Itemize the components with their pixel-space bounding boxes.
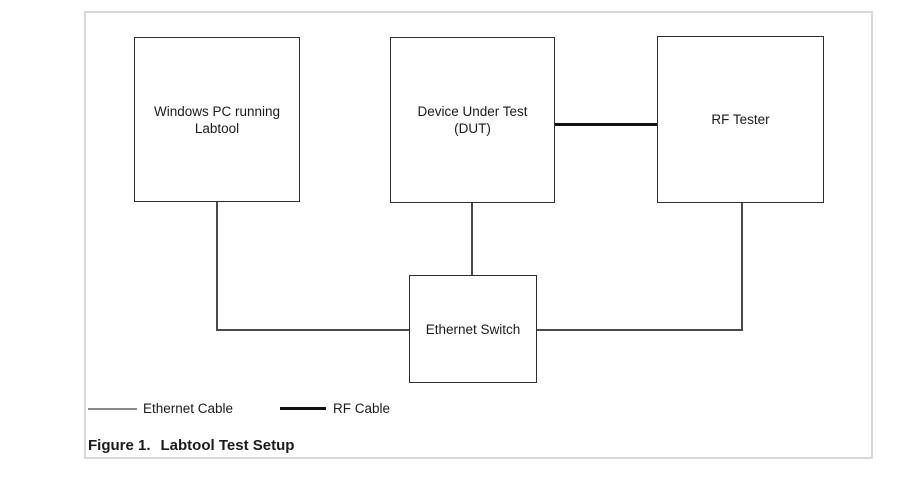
ethernet-cable-rf-vertical <box>741 202 743 330</box>
ethernet-cable-rf-horizontal <box>536 329 743 331</box>
node-rf-tester: RF Tester <box>657 36 824 203</box>
node-device-under-test: Device Under Test (DUT) <box>390 37 555 203</box>
node-rf-tester-label: RF Tester <box>711 112 770 127</box>
node-label-line: Windows PC running <box>153 103 281 119</box>
legend-ethernet-cable-line <box>88 408 137 410</box>
rf-cable-line <box>555 123 658 126</box>
legend-rf-cable-line <box>280 407 326 410</box>
legend-rf-cable-label: RF Cable <box>333 401 391 416</box>
ethernet-cable-dut-vertical <box>471 202 473 276</box>
figure-caption-title: Labtool Test Setup <box>160 437 295 454</box>
figure-caption-number: Figure 1. <box>88 437 151 454</box>
ethernet-cable-pc-horizontal <box>216 329 410 331</box>
node-windows-pc-label: Windows PC running Labtool <box>154 103 280 137</box>
ethernet-cable-pc-vertical <box>216 201 218 330</box>
node-label-line: Device Under Test <box>417 104 528 119</box>
node-ethernet-switch: Ethernet Switch <box>409 275 537 383</box>
node-dut-label: Device Under Test (DUT) <box>417 103 527 137</box>
node-ethernet-switch-label: Ethernet Switch <box>425 321 521 337</box>
node-label-line: Labtool <box>194 120 240 136</box>
legend-ethernet-cable-label: Ethernet Cable <box>143 401 234 416</box>
node-label-line: (DUT) <box>454 121 491 136</box>
node-windows-pc: Windows PC running Labtool <box>134 37 300 202</box>
figure-caption: Figure 1. Labtool Test Setup <box>88 437 294 454</box>
